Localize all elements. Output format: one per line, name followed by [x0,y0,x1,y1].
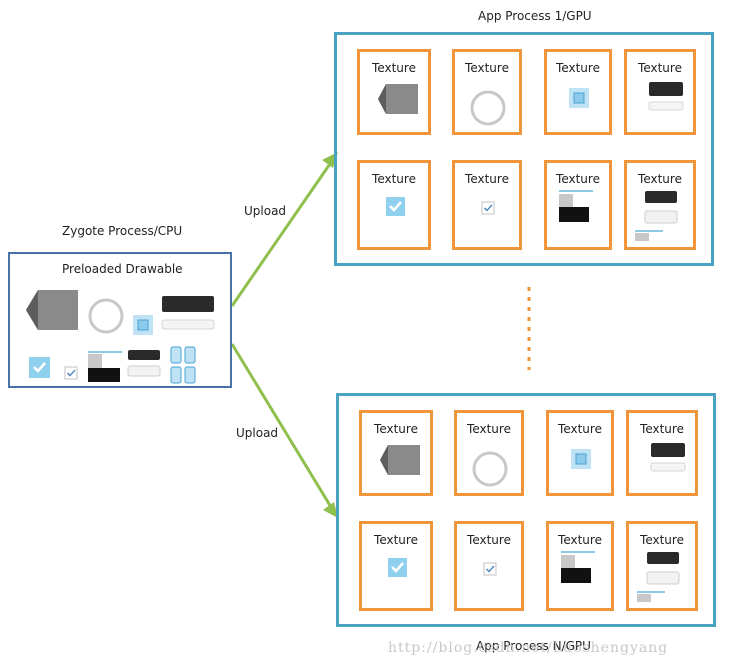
texture-tile: Texture [626,410,698,496]
dark-bar-icon [649,441,689,481]
texture-tile: Texture [546,410,614,496]
texture-tile: Texture [454,521,524,611]
dark-bar-icon [647,80,687,120]
texture-tile: Texture [626,521,698,611]
texture-tile: Texture [359,410,433,496]
hexagon-icon [376,82,420,120]
texture-label: Texture [638,61,682,75]
upload-arrow-bottom [230,343,336,513]
grid-block-icon [559,550,597,590]
texture-tile: Texture [452,49,522,135]
blue-square-icon [133,315,153,335]
texture-tile: Texture [454,410,524,496]
ring-icon [88,298,124,334]
texture-label: Texture [556,61,600,75]
texture-label: Texture [640,422,684,436]
texture-label: Texture [465,172,509,186]
dark-bar-icon [161,296,215,330]
app-process-1-title: App Process 1/GPU [478,9,592,23]
texture-tile: Texture [357,160,431,250]
upload-label-bottom: Upload [236,426,279,440]
texture-tile: Texture [359,521,433,611]
texture-tile: Texture [357,49,431,135]
texture-tile: Texture [624,160,696,250]
checkbox-small-icon [481,201,497,221]
texture-tile: Texture [544,160,612,250]
texture-label: Texture [640,533,684,547]
upload-arrow-bottom-head [323,502,338,518]
texture-label: Texture [465,61,509,75]
preloaded-drawable-label: Preloaded Drawable [62,262,183,276]
texture-label: Texture [467,533,511,547]
texture-label: Texture [638,172,682,186]
blue-square-icon [567,86,591,114]
texture-label: Texture [558,533,602,547]
texture-label: Texture [374,422,418,436]
texture-label: Texture [374,533,418,547]
texture-label: Texture [556,172,600,186]
zygote-box: Preloaded Drawable [8,252,232,388]
blue-square-icon [569,447,593,475]
grid-block-icon [88,351,122,382]
texture-label: Texture [372,172,416,186]
texture-label: Texture [467,422,511,436]
grid-block-icon [557,189,595,229]
texture-tile: Texture [546,521,614,611]
texture-tile: Texture [624,49,696,135]
checkbox-checked-icon [384,195,408,223]
checkbox-checked-icon [29,357,50,378]
texture-tile: Texture [544,49,612,135]
checkbox-small-icon [483,562,499,582]
watermark: http://blog.csdn.net/Luoshengyang [388,640,669,656]
button-stack-icon [633,189,683,249]
ring-icon [470,449,510,493]
app-process-n-title: App Process N/GPU [476,639,591,653]
upload-arrow-top [230,157,336,307]
zygote-title: Zygote Process/CPU [62,224,183,238]
ring-icon [468,88,508,132]
texture-label: Texture [372,61,416,75]
button-stack-icon [127,350,161,377]
texture-label: Texture [558,422,602,436]
checkbox-small-icon [64,366,78,380]
hexagon-icon [378,443,422,481]
upload-label-top: Upload [244,204,287,218]
texture-tile: Texture [452,160,522,250]
checkbox-checked-icon [386,556,410,584]
hexagon-icon [26,290,78,330]
phone-tablet-icon [170,346,196,384]
button-stack-icon [635,550,685,610]
